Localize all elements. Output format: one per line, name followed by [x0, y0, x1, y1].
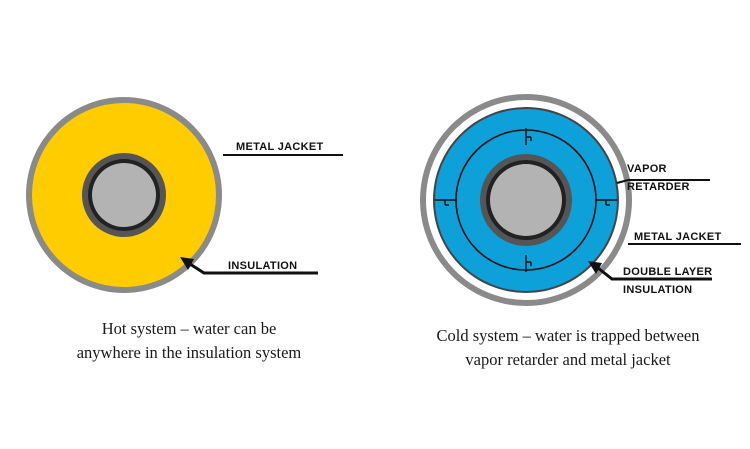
cold-metal-jacket-label: METAL JACKET	[634, 231, 722, 243]
hot-insulation-leader	[189, 262, 318, 275]
hot-metal-jacket-label: METAL JACKET	[236, 141, 324, 153]
cold-system-group: VAPOR RETARDER METAL JACKET DOUBLE LAYER…	[420, 94, 741, 369]
cold-insulation-joints	[435, 128, 617, 272]
hot-caption-line2: anywhere in the insulation system	[77, 343, 302, 362]
hot-insulation-label: INSULATION	[228, 260, 297, 272]
cold-pipe-core	[490, 164, 562, 236]
cold-vapor-label-line2: RETARDER	[627, 181, 690, 193]
cold-vapor-retarder-leader	[616, 179, 710, 184]
cold-caption-line1: Cold system – water is trapped between	[436, 326, 699, 345]
cold-caption-line2: vapor retarder and metal jacket	[465, 350, 671, 369]
cold-double-layer-leader	[597, 266, 712, 281]
cold-double-label-line1: DOUBLE LAYER	[623, 266, 712, 278]
hot-system-group: METAL JACKET INSULATION Hot system – wat…	[26, 97, 343, 362]
cold-double-layer-arrowhead	[588, 261, 602, 274]
cold-double-label-line2: INSULATION	[623, 284, 692, 296]
cold-vapor-label-line1: VAPOR	[627, 163, 667, 175]
hot-pipe-core	[92, 163, 156, 227]
hot-insulation-arrowhead	[180, 257, 194, 270]
hot-caption-line1: Hot system – water can be	[102, 319, 277, 338]
